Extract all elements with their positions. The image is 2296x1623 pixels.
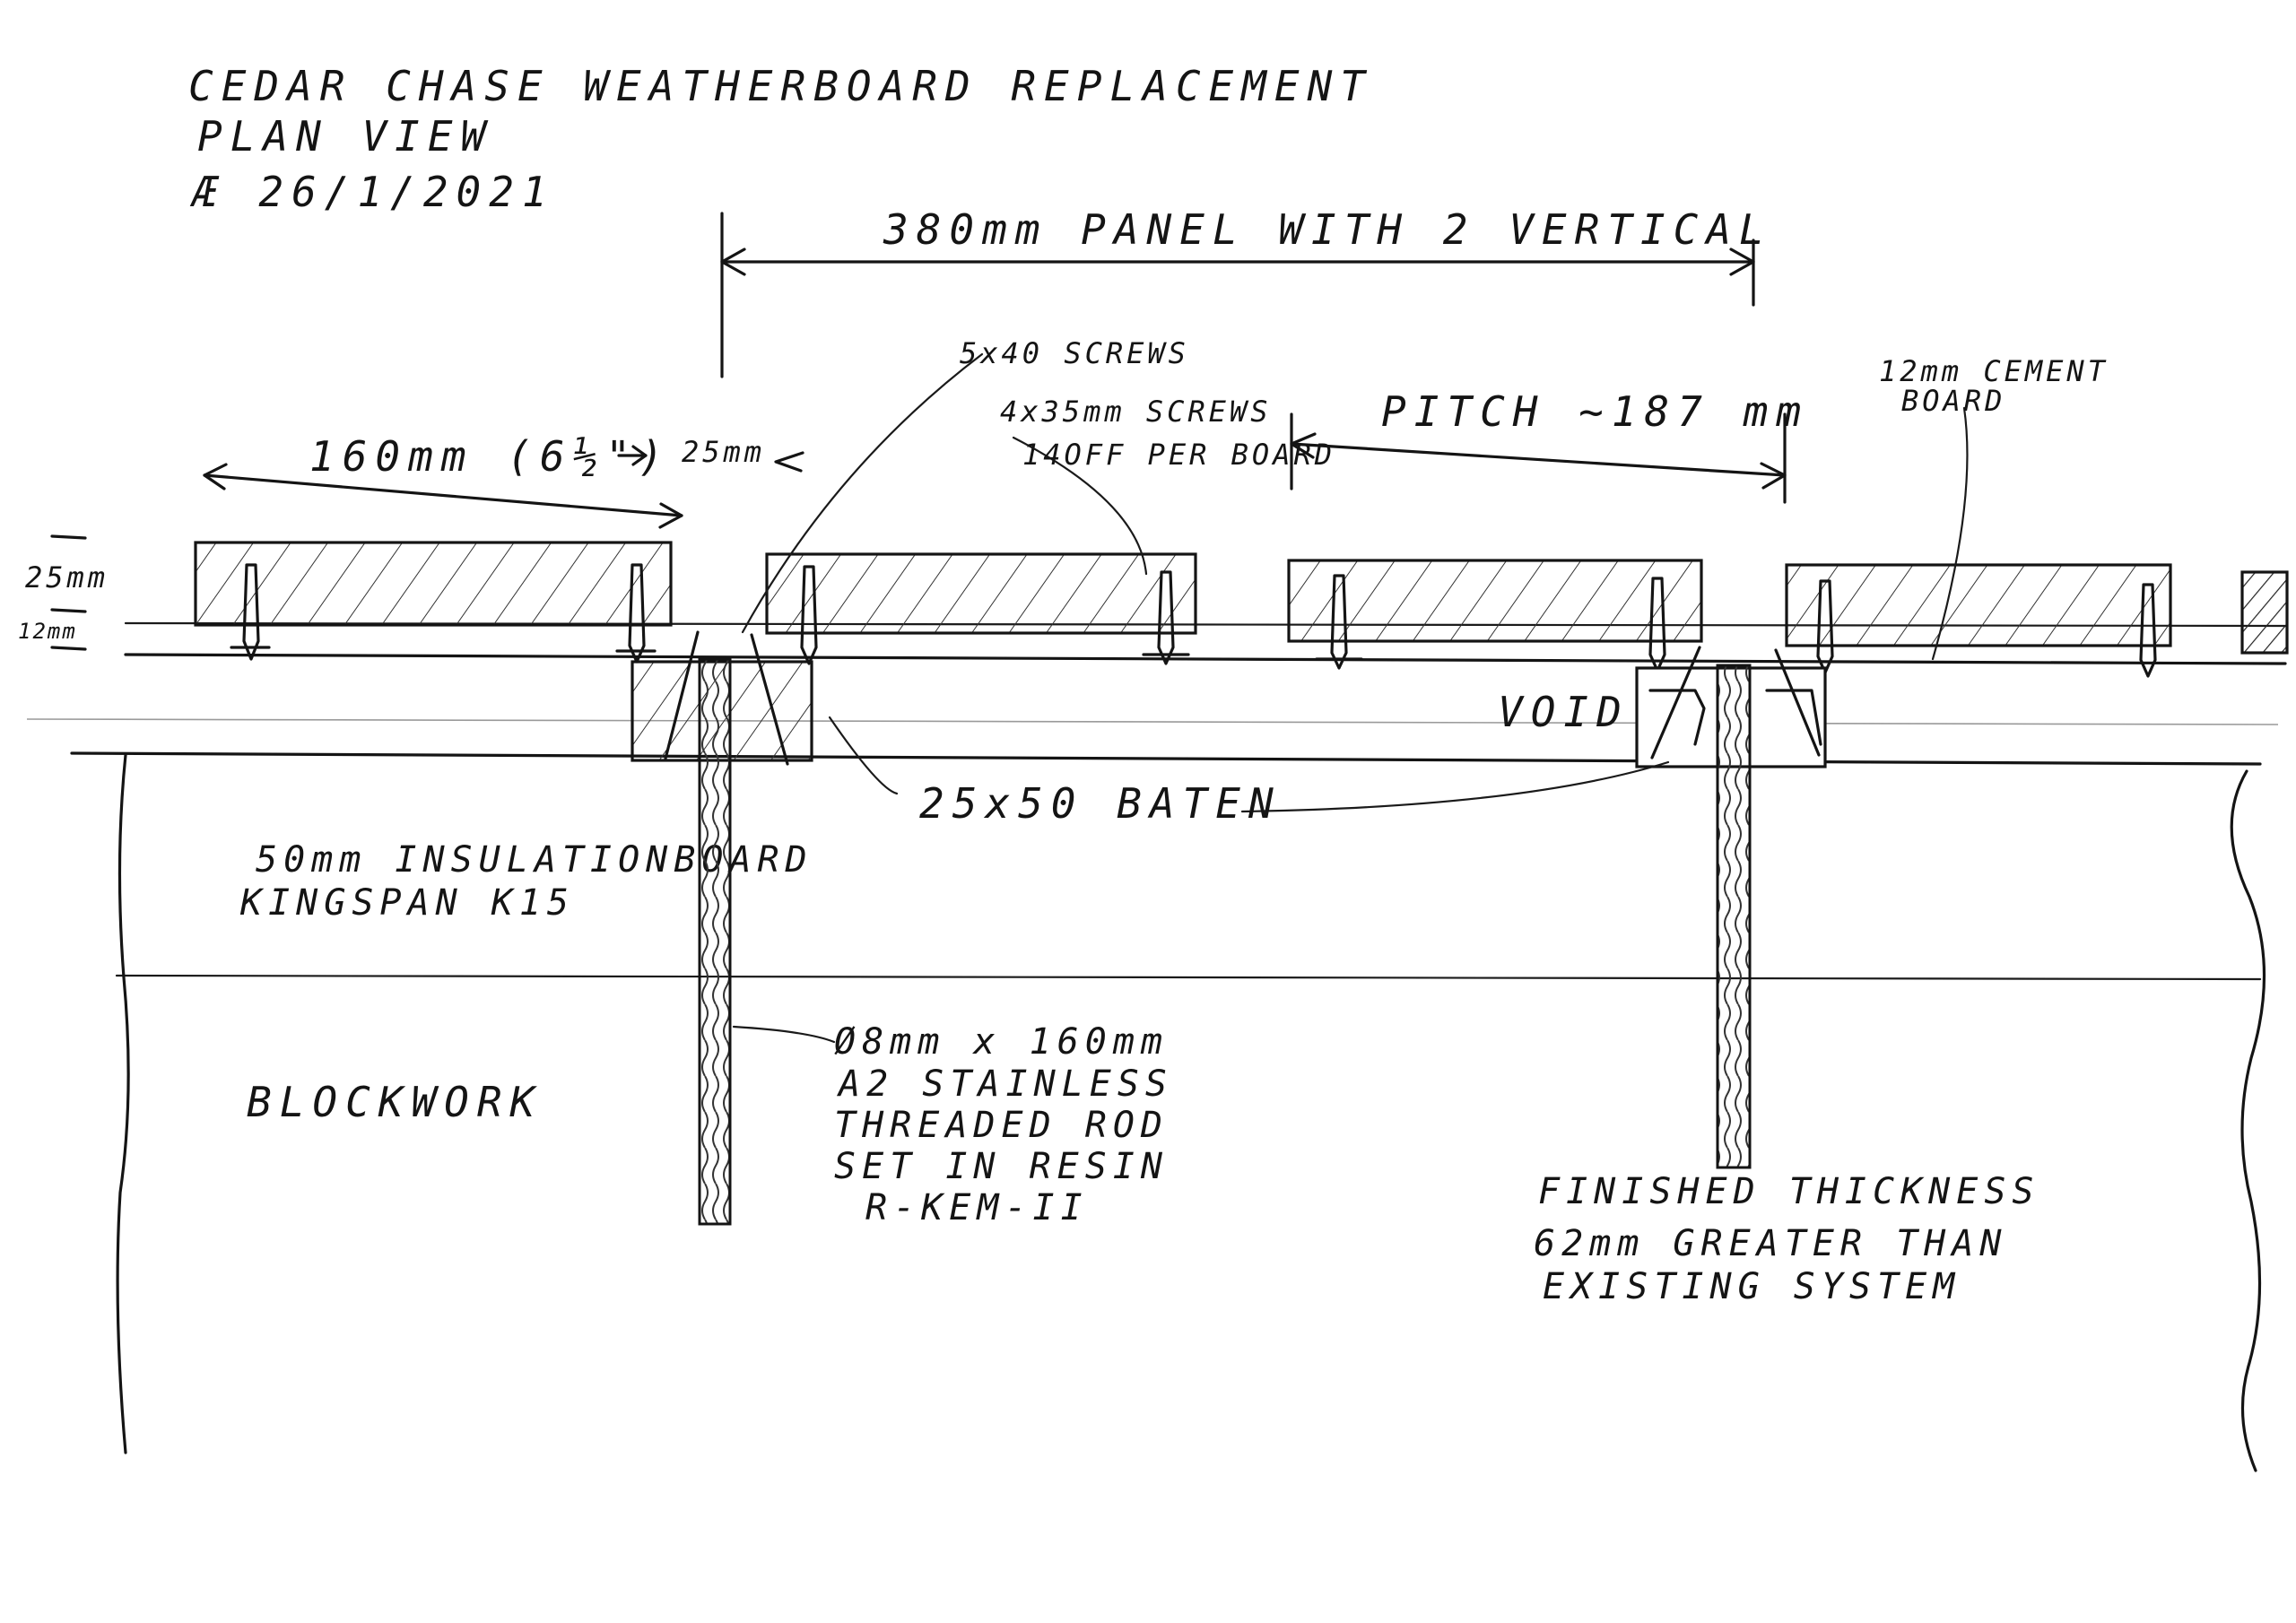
- weatherboard-4: [1785, 563, 2172, 647]
- batten-screws: [664, 630, 1821, 766]
- finished-label-3: EXISTING SYSTEM: [1543, 1266, 1961, 1307]
- title-date: Æ 26/1/2021: [189, 168, 555, 216]
- blockwork-label: BLOCKWORK: [247, 1078, 543, 1126]
- annotations: 5x40 SCREWS 4x35mm SCREWS 14OFF PER BOAR…: [247, 336, 2109, 1307]
- leader-lines: [732, 352, 1969, 1044]
- title-line-1: CEDAR CHASE WEATHERBOARD REPLACEMENT: [188, 62, 1373, 110]
- cement-thickness-label: 12mm: [18, 619, 77, 644]
- threaded-rod-left: [698, 657, 732, 1226]
- board-thickness-label: 25mm: [25, 560, 109, 595]
- panel-dimension: 380mm PANEL WITH 2 VERTICAL: [720, 205, 1772, 378]
- rod-label-2: A2 STAINLESS: [836, 1063, 1173, 1105]
- pitch-label: PITCH ~187 mm: [1381, 387, 1809, 436]
- board-width-label: 160mm (6½"): [309, 432, 672, 481]
- title-line-2: PLAN VIEW: [197, 112, 493, 161]
- threaded-rods: [698, 657, 1752, 1226]
- finished-label-1: FINISHED THICKNESS: [1538, 1171, 2039, 1212]
- weatherboard-1: [194, 541, 673, 627]
- screws-4x35-label-2: 14OFF PER BOARD: [1022, 438, 1335, 472]
- board-screws: [230, 563, 2157, 678]
- gap-label: 25mm: [682, 435, 765, 469]
- board-width-dimension: 160mm (6½"): [203, 432, 683, 529]
- void-label: VOID: [1498, 688, 1630, 736]
- screws-4x35-label-1: 4x35mm SCREWS: [1000, 395, 1271, 429]
- cement-board-label-2: BOARD: [1901, 384, 2005, 418]
- title-block: CEDAR CHASE WEATHERBOARD REPLACEMENT PLA…: [188, 62, 1373, 216]
- finished-label-2: 62mm GREATER THAN: [1534, 1223, 2007, 1264]
- rod-label-3: THREADED ROD: [834, 1105, 1169, 1146]
- cement-board-label-1: 12mm CEMENT: [1879, 354, 2109, 388]
- rod-label-4: SET IN RESIN: [834, 1146, 1169, 1187]
- rod-label-5: R-KEM-II: [865, 1187, 1089, 1228]
- weatherboards: [194, 541, 2289, 655]
- pitch-dimension: PITCH ~187 mm: [1290, 387, 1809, 504]
- weatherboard-2: [765, 552, 1197, 635]
- thickness-dimensions: 25mm 12mm: [18, 534, 109, 651]
- threaded-rod-right: [1716, 664, 1752, 1169]
- weatherboard-3: [1287, 559, 1703, 643]
- batten-label: 25x50 BATEN: [919, 779, 1282, 828]
- battens: [631, 660, 1827, 768]
- screws-5x40-label: 5x40 SCREWS: [960, 336, 1189, 370]
- insulation-label-2: KINGSPAN K15: [239, 882, 575, 924]
- rod-label-1: Ø8mm x 160mm: [834, 1021, 1169, 1063]
- panel-dimension-label: 380mm PANEL WITH 2 VERTICAL: [883, 205, 1772, 254]
- weatherboard-5: [2240, 570, 2289, 655]
- gap-dimension: 25mm: [617, 435, 804, 473]
